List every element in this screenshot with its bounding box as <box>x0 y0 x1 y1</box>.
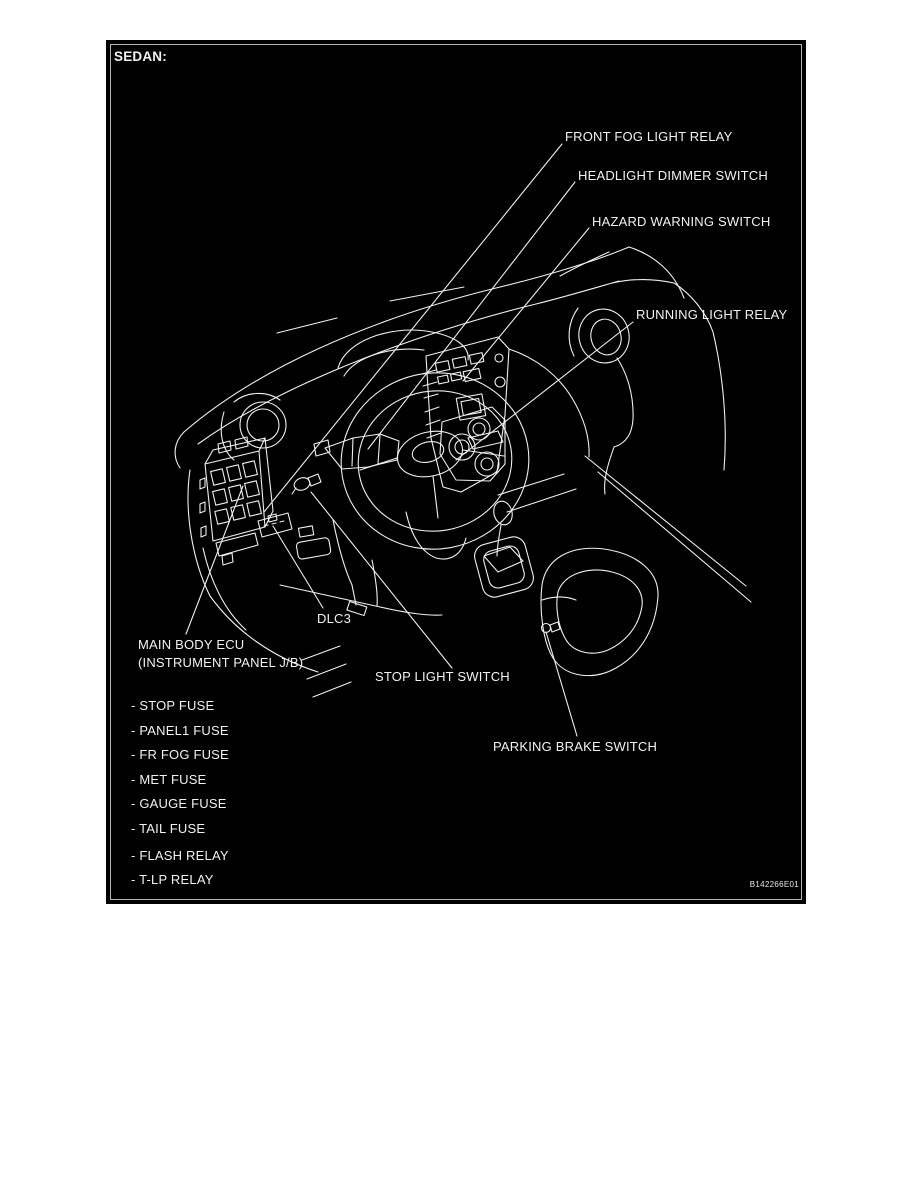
parking-brake-switch-part <box>540 621 561 634</box>
leader-headlight-dimmer-switch <box>367 181 576 450</box>
callout-front-fog-light-relay: FRONT FOG LIGHT RELAY <box>565 129 733 144</box>
radio-buttons <box>434 352 506 388</box>
cluster-binnacle <box>337 329 469 377</box>
leader-lines <box>185 143 634 737</box>
fuse-list-item: - PANEL1 FUSE <box>131 723 229 738</box>
dlc3-connector <box>257 512 293 538</box>
leader-main-body-ecu <box>185 485 244 635</box>
parking-brake-console <box>540 547 659 676</box>
figure-panel: SEDAN: FRONT FOG LIGHT RELAY HEADLIGHT D… <box>106 40 806 904</box>
callout-main-body-ecu-sub: (INSTRUMENT PANEL J/B) <box>138 655 304 670</box>
fuse-list-item: - TAIL FUSE <box>131 821 206 836</box>
callout-main-body-ecu: MAIN BODY ECU <box>138 637 245 652</box>
fuse-list-item: - T-LP RELAY <box>131 872 214 887</box>
floor-marks <box>301 645 352 698</box>
callout-parking-brake-switch: PARKING BRAKE SWITCH <box>493 739 658 754</box>
callout-stop-light-switch: STOP LIGHT SWITCH <box>375 669 510 684</box>
leader-stop-light-switch <box>310 491 453 669</box>
steering-wheel <box>313 372 530 586</box>
leader-front-fog-light-relay <box>263 143 563 513</box>
pedals <box>346 559 378 617</box>
center-stack <box>421 336 510 493</box>
fuse-list-item: - MET FUSE <box>131 772 207 787</box>
fuse-list-item: - STOP FUSE <box>131 698 215 713</box>
fuse-list-item: - FLASH RELAY <box>131 848 229 863</box>
dashboard-line-art <box>174 143 752 737</box>
callout-dlc3: DLC3 <box>317 611 352 626</box>
fuse-box <box>199 436 274 566</box>
shifter-console <box>474 500 534 598</box>
fuse-list-item: - GAUGE FUSE <box>131 796 227 811</box>
side-vent <box>568 307 630 364</box>
leader-parking-brake-switch <box>545 631 578 737</box>
callout-running-light-relay: RUNNING LIGHT RELAY <box>636 307 788 322</box>
dimmer-stalk <box>324 433 400 470</box>
hvac-knobs <box>439 406 506 482</box>
vent-slats <box>421 369 442 439</box>
variant-label: SEDAN: <box>114 49 167 64</box>
leader-dlc3 <box>272 525 324 609</box>
leader-running-light-relay <box>455 321 634 461</box>
stop-light-switch-part <box>291 473 322 495</box>
callout-hazard-warning-switch: HAZARD WARNING SWITCH <box>592 214 771 229</box>
figure-code: B142266E01 <box>749 880 799 889</box>
leader-hazard-warning-switch <box>462 227 590 382</box>
dashboard-outline <box>174 246 752 673</box>
fuse-list-item: - FR FOG FUSE <box>131 747 229 762</box>
callout-headlight-dimmer-switch: HEADLIGHT DIMMER SWITCH <box>578 168 768 183</box>
